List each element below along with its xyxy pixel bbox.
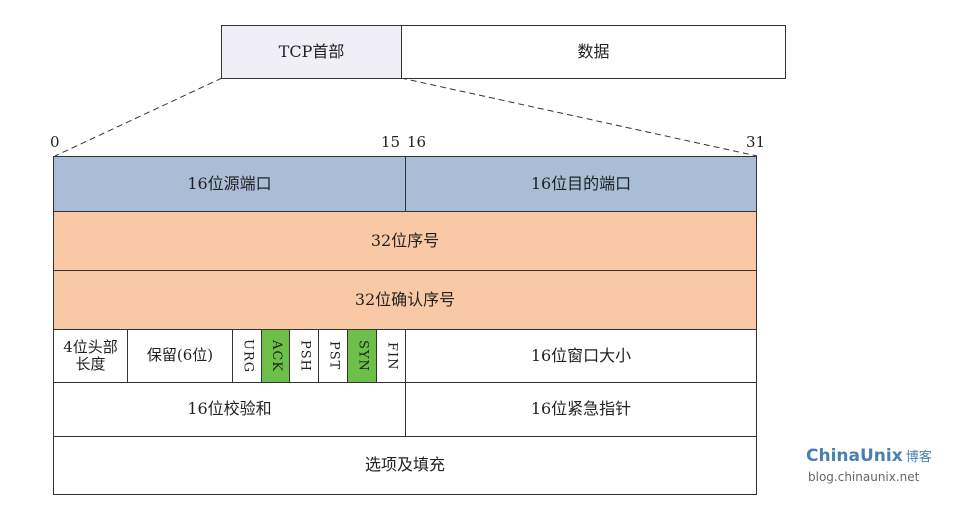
reserved-label: 保留(6位) xyxy=(146,346,214,365)
options-label: 选项及填充 xyxy=(364,455,445,475)
bit-label-31: 31 xyxy=(746,133,766,151)
tcp-header-label: TCP首部 xyxy=(278,41,345,61)
destination-port-label: 16位目的端口 xyxy=(530,173,632,193)
flag-urg: URG xyxy=(232,329,262,383)
tcp-header-box: TCP首部 xyxy=(221,25,402,79)
sequence-number-field: 32位序号 xyxy=(53,211,757,271)
urgent-pointer-label: 16位紧急指针 xyxy=(530,399,632,419)
source-port-field: 16位源端口 xyxy=(53,156,406,212)
ack-number-label: 32位确认序号 xyxy=(354,289,456,309)
checksum-label: 16位校验和 xyxy=(187,399,272,419)
bit-label-15: 15 xyxy=(381,133,401,151)
checksum-field: 16位校验和 xyxy=(53,382,406,437)
flag-ack: ACK xyxy=(261,329,290,383)
data-label: 数据 xyxy=(577,41,610,61)
flag-fin: FIN xyxy=(376,329,406,383)
sequence-number-label: 32位序号 xyxy=(370,230,440,250)
right-dashed-line xyxy=(400,77,758,157)
watermark-blog-text: 博客 xyxy=(905,450,932,465)
bit-label-16: 16 xyxy=(407,133,427,151)
watermark-brand-text: ChinaUnix xyxy=(806,446,903,466)
options-field: 选项及填充 xyxy=(53,436,757,495)
data-box: 数据 xyxy=(401,25,786,79)
window-size-field: 16位窗口大小 xyxy=(405,329,757,383)
destination-port-field: 16位目的端口 xyxy=(405,156,757,212)
flag-urg-label: URG xyxy=(240,338,256,374)
flag-syn: SYN xyxy=(347,329,377,383)
header-length-field: 4位头部长度 xyxy=(53,329,128,383)
header-length-label: 4位头部长度 xyxy=(63,337,118,373)
flag-ack-label: ACK xyxy=(268,339,284,373)
flag-psh: PSH xyxy=(289,329,319,383)
source-port-label: 16位源端口 xyxy=(187,173,272,193)
flag-psh-label: PSH xyxy=(297,340,313,372)
window-size-label: 16位窗口大小 xyxy=(530,345,632,365)
reserved-field: 保留(6位) xyxy=(127,329,233,383)
bit-label-0: 0 xyxy=(50,133,60,151)
urgent-pointer-field: 16位紧急指针 xyxy=(405,382,757,437)
watermark-url: blog.chinaunix.net xyxy=(808,470,920,484)
flag-syn-label: SYN xyxy=(355,340,371,372)
left-dashed-line xyxy=(54,77,223,157)
flag-fin-label: FIN xyxy=(384,341,400,371)
flag-pst-label: PST xyxy=(326,341,342,371)
flag-pst: PST xyxy=(318,329,348,383)
ack-number-field: 32位确认序号 xyxy=(53,270,757,330)
